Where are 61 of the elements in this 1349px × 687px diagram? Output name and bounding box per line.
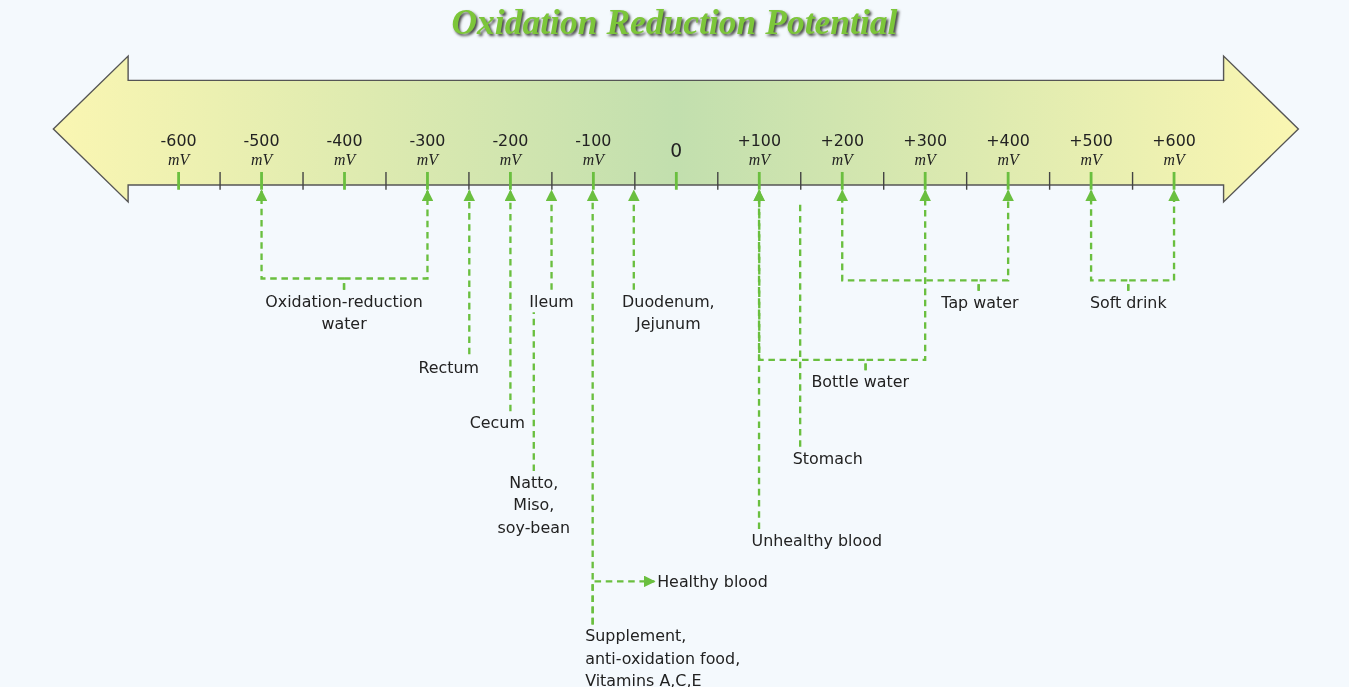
callout-text: Healthy blood — [657, 570, 798, 593]
unit-label: mV — [996, 150, 1021, 172]
scale-value: -400 — [325, 129, 364, 152]
scale-value: +300 — [902, 129, 949, 152]
tick-mark — [923, 172, 927, 190]
tick-mark — [551, 172, 553, 190]
unit-label: mV — [167, 150, 192, 172]
scale-value: +400 — [985, 129, 1031, 152]
callout-text: Bottle water — [811, 370, 924, 393]
tick-mark — [840, 172, 844, 190]
tick-mark — [592, 172, 595, 190]
callout-text: Cecum — [460, 411, 535, 434]
leader-line — [1127, 189, 1180, 291]
scale-value: +100 — [736, 129, 783, 152]
arrow — [591, 575, 656, 625]
unit-label: mV — [747, 150, 773, 172]
unit-label: mV — [250, 150, 275, 172]
leader-line — [864, 189, 932, 371]
scale-value: -500 — [242, 129, 281, 152]
scale-value: +200 — [819, 129, 866, 152]
tick-mark — [757, 172, 761, 190]
callout-text: Stomach — [792, 446, 877, 470]
unit-label: mV — [332, 150, 358, 172]
tick-mark — [468, 172, 470, 190]
leader-line — [342, 189, 434, 290]
scale-value: -600 — [159, 129, 198, 152]
callout-text: Natto, Miso, soy-bean — [487, 471, 581, 539]
callout-text: Supplement, anti-oxidation food, Vitamins A,C,E — [585, 624, 752, 687]
callout-text: Unhealthy blood — [751, 529, 911, 552]
tick-mark — [1006, 172, 1010, 190]
scale-value: +500 — [1068, 129, 1114, 152]
leader-line — [628, 189, 640, 290]
unit-label: mV — [1162, 150, 1187, 172]
scale-value: -100 — [574, 129, 613, 152]
scale-value: +600 — [1151, 129, 1197, 152]
leader-line — [463, 189, 476, 355]
tick-mark — [1172, 172, 1176, 190]
leader-line — [977, 189, 1015, 291]
leader-line — [545, 189, 558, 290]
callout-text: Soft drink — [1081, 290, 1176, 314]
callout-text: Ileum — [523, 289, 580, 313]
tick-mark — [634, 172, 636, 190]
unit-label: mV — [830, 150, 855, 172]
callout-text: Oxidation-reduction water — [243, 289, 445, 335]
unit-label: mV — [1079, 150, 1104, 172]
unit-label: mV — [415, 150, 441, 172]
title: Oxidation Reduction Potential — [450, 0, 899, 43]
tick-mark — [1089, 172, 1093, 190]
tick-mark — [260, 172, 263, 190]
leader-line — [504, 189, 517, 412]
callout-text: Duodenum, Jejunum — [614, 289, 723, 335]
unit-label: mV — [581, 150, 607, 172]
tick-mark — [426, 172, 429, 190]
scale-value: 0 — [669, 139, 684, 162]
scale-value: -200 — [491, 129, 530, 152]
scale-value: -300 — [408, 129, 447, 152]
callout-text: Tap water — [941, 290, 1035, 314]
unit-label: mV — [913, 150, 938, 172]
unit-label: mV — [498, 150, 524, 172]
callout-text: Rectum — [411, 356, 487, 379]
tick-mark — [509, 172, 512, 190]
